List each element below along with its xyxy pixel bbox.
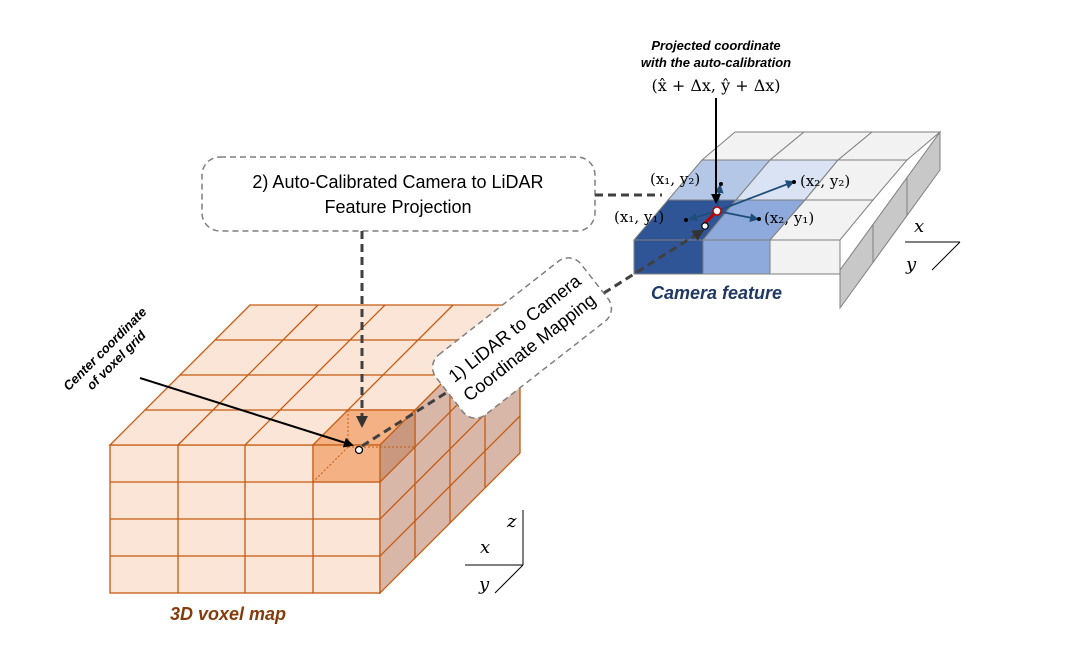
projected-formula: (x̂ + Δx, ŷ + Δx) (651, 76, 780, 95)
coord-x2y2: (x₂, y₂) (800, 172, 850, 190)
voxel-axis-x: x (480, 537, 490, 558)
coord-x1y2: (x₁, y₂) (650, 170, 700, 188)
camera-front-face (633, 239, 841, 275)
auto-calibration-line2: Feature Projection (324, 197, 471, 217)
voxel-center-point (354, 445, 364, 455)
voxel-map: 3D voxel map z x y Center coordinate of … (60, 303, 524, 624)
coord-x1y1: (x₁, y₁) (614, 208, 664, 226)
auto-calibration-line1: 2) Auto-Calibrated Camera to LiDAR (252, 172, 543, 192)
camera-axis-y: y (905, 254, 917, 275)
voxel-axis-z: z (506, 511, 517, 532)
camera-feature-title: Camera feature (651, 283, 782, 303)
voxel-axis-indicator: z x y (465, 510, 524, 595)
center-coordinate-arrow (139, 377, 354, 448)
projected-label-line1: Projected coordinate (651, 38, 780, 53)
camera-axis-x: x (914, 216, 924, 237)
auto-calibration-callout: 2) Auto-Calibrated Camera to LiDAR Featu… (201, 156, 662, 428)
camera-side-face (839, 130, 941, 310)
original-point (701, 222, 709, 230)
projected-label-line2: with the auto-calibration (641, 55, 791, 70)
projected-point (712, 206, 722, 216)
projected-coordinate-annotation: Projected coordinate with the auto-calib… (641, 38, 791, 204)
camera-feature: (x₁, y₂) (x₂, y₂) (x₁, y₁) (x₂, y₁) Proj… (614, 38, 961, 310)
voxel-top-face (108, 304, 522, 446)
voxel-axis-y: y (478, 574, 490, 595)
coord-x2y1: (x₂, y₁) (764, 209, 814, 227)
camera-sampling (684, 180, 796, 230)
voxel-map-title: 3D voxel map (170, 604, 286, 624)
camera-axis-indicator: x y (905, 216, 961, 275)
